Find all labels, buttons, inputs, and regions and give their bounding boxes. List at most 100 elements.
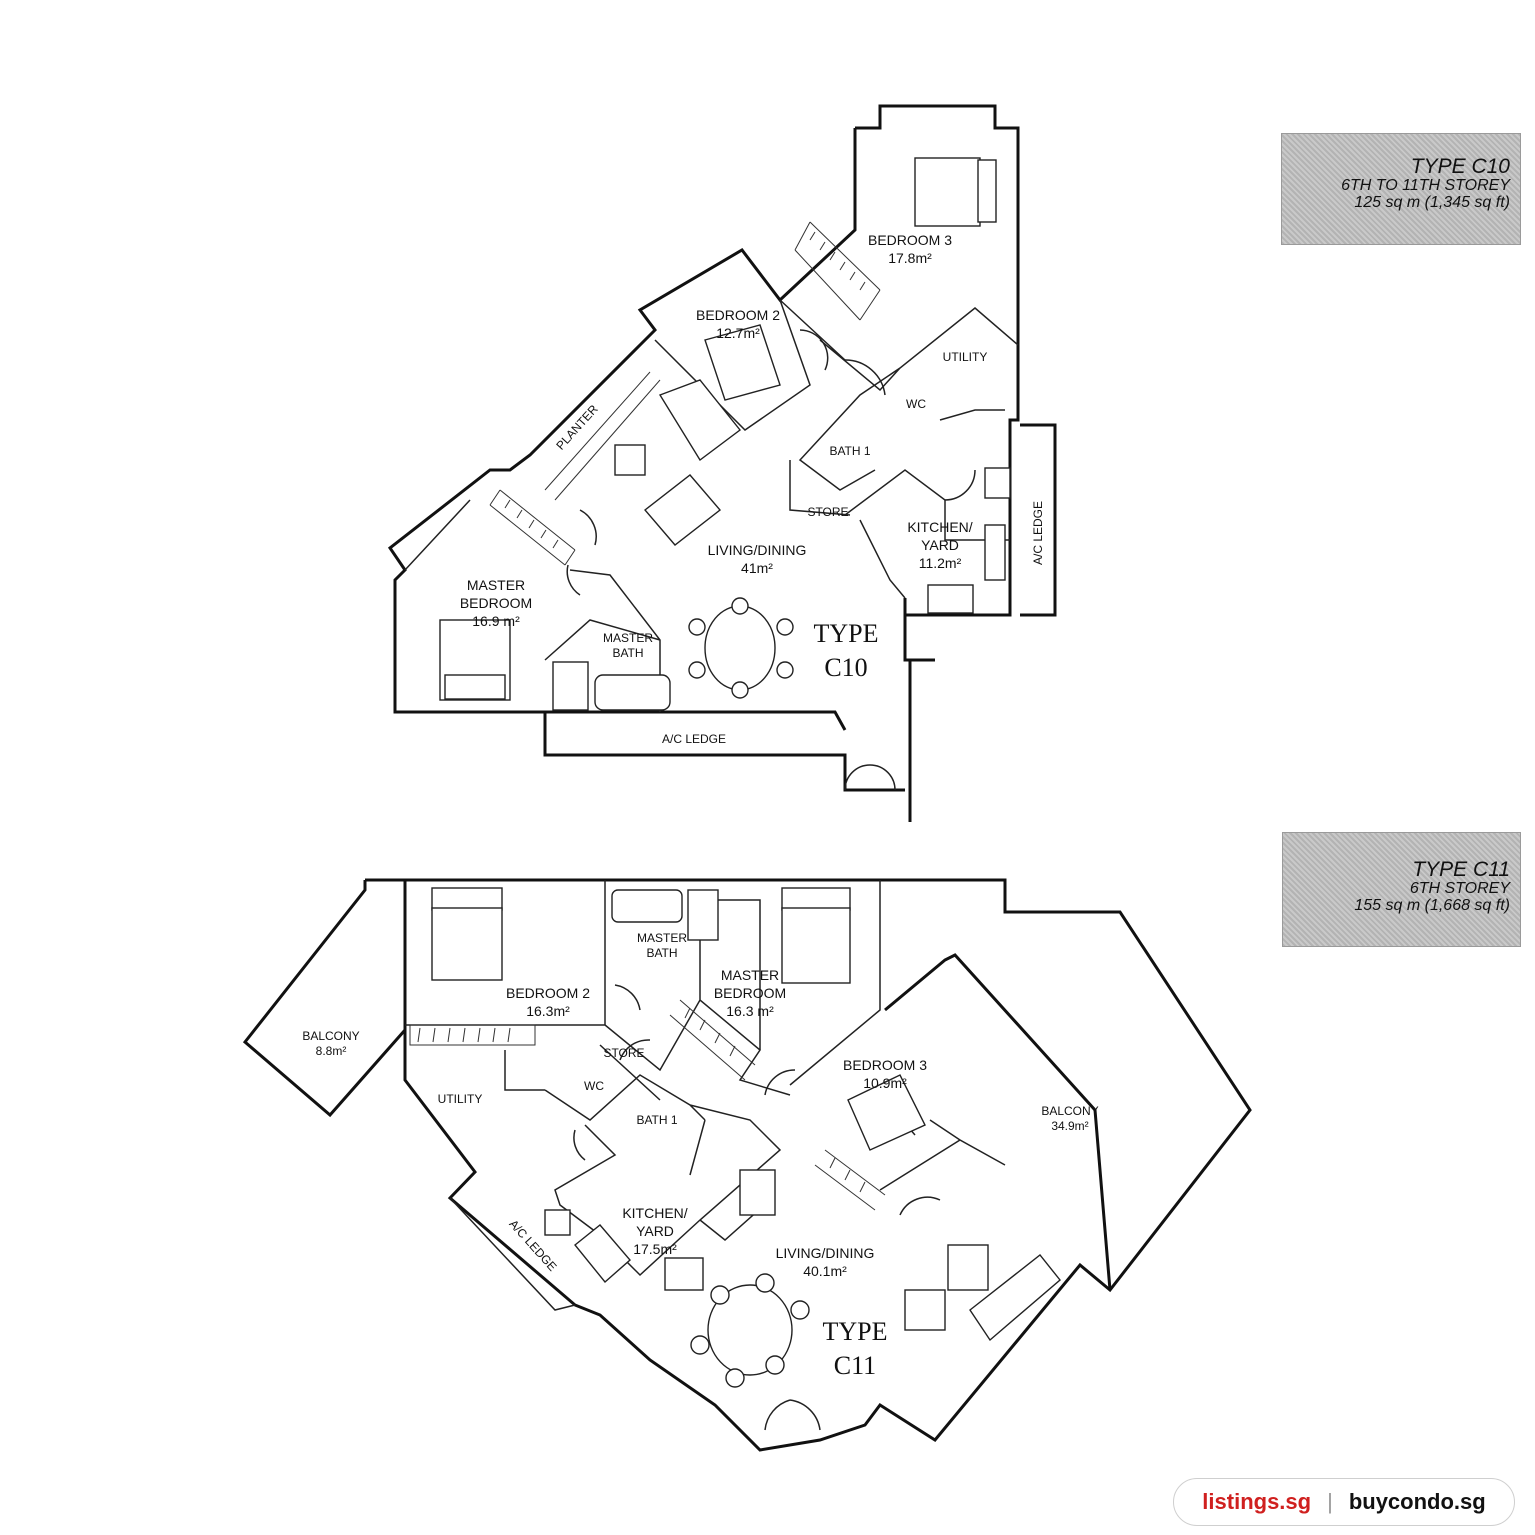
c10-door-swings	[566, 329, 976, 791]
c10-sofa-1	[658, 379, 741, 462]
tag-c11-storey: 6TH STOREY	[1409, 880, 1510, 898]
c11-store: STORE	[603, 1046, 644, 1060]
c11-pillows-b2	[431, 887, 503, 911]
tag-c10-title: TYPE C10	[1410, 155, 1510, 178]
c10-wardrobe-master	[489, 489, 576, 566]
c11-wardrobe-b3	[814, 1149, 886, 1211]
c11-dining-table	[707, 1284, 793, 1376]
c11-master-2: BEDROOM	[714, 985, 786, 1001]
c10-bed-b3	[914, 157, 981, 227]
c10-bedroom3-name: BEDROOM 3	[868, 232, 952, 248]
c10-planter	[544, 371, 661, 501]
c11-sofa	[969, 1254, 1061, 1342]
c10-pillows-b3	[977, 159, 997, 223]
tag-type-c10: TYPE C10 6TH TO 11TH STOREY 125 sq m (1,…	[1281, 133, 1521, 245]
c11-balcony-small-name: BALCONY	[302, 1029, 359, 1043]
c10-bath1: BATH 1	[829, 444, 870, 458]
c11-kitchen-1: KITCHEN/	[622, 1205, 687, 1221]
watermark-separator: |	[1327, 1489, 1333, 1514]
c11-bath1: BATH 1	[636, 1113, 677, 1127]
c11-pillows-master	[781, 887, 851, 911]
c10-master-3: 16.9 m²	[472, 613, 520, 629]
tag-type-c11: TYPE C11 6TH STOREY 155 sq m (1,668 sq f…	[1282, 832, 1521, 947]
c11-living-name: LIVING/DINING	[776, 1245, 875, 1261]
c10-utility: UTILITY	[943, 350, 988, 364]
c10-pillows-master	[444, 674, 506, 700]
c11-washer	[544, 1209, 571, 1236]
c10-type-code: C10	[824, 653, 867, 682]
c10-ac-ledge-h: A/C LEDGE	[662, 732, 726, 746]
c11-wardrobe-b2	[409, 1024, 536, 1046]
c11-type-word: TYPE	[823, 1317, 888, 1346]
c11-chairs	[690, 1273, 810, 1388]
plan-c10	[387, 104, 1057, 822]
watermark-buycondo: buycondo.sg	[1348, 1489, 1486, 1514]
c10-bathtub	[594, 674, 671, 711]
c11-kitchen-3: 17.5m²	[633, 1241, 677, 1257]
c11-balcony-small-area: 8.8m²	[316, 1044, 347, 1058]
c11-wc: WC	[584, 1079, 604, 1093]
c10-master-2: BEDROOM	[460, 595, 532, 611]
c10-kitchen-2: YARD	[921, 537, 959, 553]
c11-outer-wall	[400, 878, 1252, 1452]
c11-bedroom2-area: 16.3m²	[526, 1003, 570, 1019]
c10-ac-ledge-v: A/C LEDGE	[1031, 501, 1045, 565]
c11-utility: UTILITY	[438, 1092, 483, 1106]
c11-shower	[687, 889, 719, 941]
c11-bed-b3	[847, 1074, 926, 1151]
c11-ac-ledge	[449, 1197, 576, 1311]
tag-c11-title: TYPE C11	[1412, 858, 1510, 881]
c11-bathtub	[611, 889, 683, 923]
tag-c10-storey: 6TH TO 11TH STOREY	[1341, 177, 1510, 195]
tag-c11-area: 155 sq m (1,668 sq ft)	[1354, 896, 1510, 914]
c11-balcony-small	[242, 878, 407, 1118]
c11-bedroom2-name: BEDROOM 2	[506, 985, 590, 1001]
c11-living-area: 40.1m²	[803, 1263, 847, 1279]
c10-bedroom2-name: BEDROOM 2	[696, 307, 780, 323]
c10-stove	[927, 584, 974, 614]
c11-balcony-big-area: 34.9m²	[1051, 1119, 1088, 1133]
c10-type-word: TYPE	[814, 619, 879, 648]
c10-masterbath-2: BATH	[612, 646, 643, 660]
c10-bed-b2	[704, 324, 781, 401]
c10-chairs	[688, 597, 794, 699]
watermark-listings: listings.sg	[1202, 1489, 1312, 1514]
c11-master-3: 16.3 m²	[726, 1003, 774, 1019]
c11-balcony-big	[884, 953, 1112, 1291]
c10-kitchen-3: 11.2m²	[919, 555, 962, 571]
c11-armchair	[904, 1289, 946, 1331]
c10-coffee-table	[614, 444, 646, 476]
c10-kitchen-1: KITCHEN/	[907, 519, 972, 535]
c11-type-code: C11	[834, 1351, 876, 1380]
c10-store: STORE	[807, 505, 848, 519]
c10-living-name: LIVING/DINING	[708, 542, 807, 558]
c10-washer	[984, 467, 1011, 499]
c11-bedroom3-name: BEDROOM 3	[843, 1057, 927, 1073]
c10-shower	[552, 661, 589, 711]
c10-sink	[984, 524, 1006, 581]
c11-bed-master	[781, 907, 851, 984]
c10-masterbath-1: MASTER	[603, 631, 653, 645]
c11-master-1: MASTER	[721, 967, 779, 983]
c10-sofa-2	[643, 474, 722, 546]
c10-bedroom2-area: 12.7m²	[716, 325, 760, 341]
c10-master-1: MASTER	[467, 577, 525, 593]
c11-tv-unit	[947, 1244, 989, 1291]
c10-bedroom3-area: 17.8m²	[888, 250, 932, 266]
c10-ledge	[545, 423, 1057, 731]
c11-masterbath-1: MASTER	[637, 931, 687, 945]
c10-wc: WC	[906, 397, 926, 411]
c10-living-area: 41m²	[741, 560, 773, 576]
c11-kitchen-2: YARD	[636, 1223, 674, 1239]
c11-door-swings	[573, 984, 941, 1431]
c11-fridge	[739, 1169, 776, 1216]
c11-wardrobe-master	[669, 999, 756, 1081]
c11-bed-b2	[431, 907, 503, 981]
c11-sink	[574, 1224, 631, 1284]
c10-dining-table	[704, 605, 776, 691]
c11-masterbath-2: BATH	[646, 946, 677, 960]
watermark-badge: listings.sg | buycondo.sg	[1173, 1478, 1515, 1526]
c10-interior-walls	[404, 299, 1019, 712]
c11-bedroom3-area: 10.9m²	[863, 1075, 907, 1091]
